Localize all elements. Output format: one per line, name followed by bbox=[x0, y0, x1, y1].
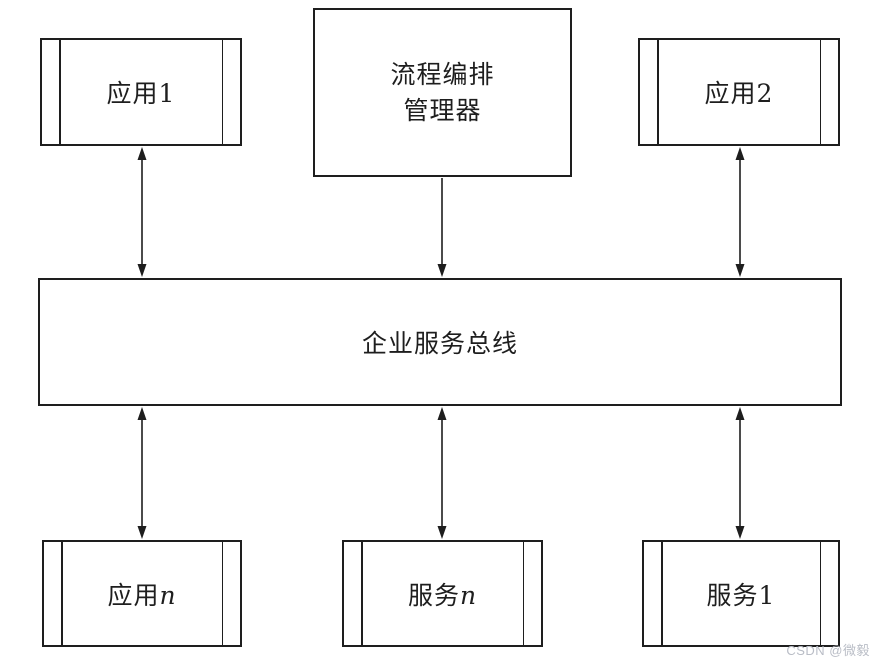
node-label: 企业服务总线 bbox=[361, 329, 518, 358]
component-side-bar bbox=[661, 542, 663, 645]
node-app2: 应用2 bbox=[638, 38, 840, 146]
node-label: 服务n bbox=[407, 580, 478, 610]
watermark: CSDN @微毅 bbox=[786, 643, 870, 658]
bidirectional-arrow-bus-appn bbox=[137, 407, 147, 539]
component-side-bar bbox=[657, 40, 659, 144]
component-side-bar bbox=[221, 542, 223, 645]
node-enterprise-service-bus: 企业服务总线 bbox=[38, 278, 842, 406]
bidirectional-arrow-app1-bus bbox=[137, 147, 147, 277]
node-label: 流程编排 管理器 bbox=[390, 59, 495, 125]
node-label: 服务1 bbox=[706, 580, 776, 610]
component-side-bar bbox=[361, 542, 363, 645]
node-service1: 服务1 bbox=[642, 540, 840, 647]
node-label: 应用n bbox=[107, 580, 177, 610]
bidirectional-arrow-bus-service1 bbox=[735, 407, 745, 539]
component-side-bar bbox=[522, 542, 524, 645]
node-orchestrator: 流程编排 管理器 bbox=[313, 8, 572, 177]
down-arrow-orchestrator-bus bbox=[437, 178, 447, 277]
component-side-bar bbox=[221, 40, 223, 144]
node-label: 应用1 bbox=[106, 79, 176, 108]
component-side-bar bbox=[59, 40, 61, 144]
bidirectional-arrow-app2-bus bbox=[735, 147, 745, 277]
node-servicen: 服务n bbox=[342, 540, 543, 647]
component-side-bar bbox=[819, 40, 821, 144]
component-side-bar bbox=[819, 542, 821, 645]
bidirectional-arrow-bus-servicen bbox=[437, 407, 447, 539]
component-side-bar bbox=[61, 542, 63, 645]
node-appn: 应用n bbox=[42, 540, 242, 647]
node-label: 应用2 bbox=[704, 79, 774, 108]
node-app1: 应用1 bbox=[40, 38, 242, 146]
